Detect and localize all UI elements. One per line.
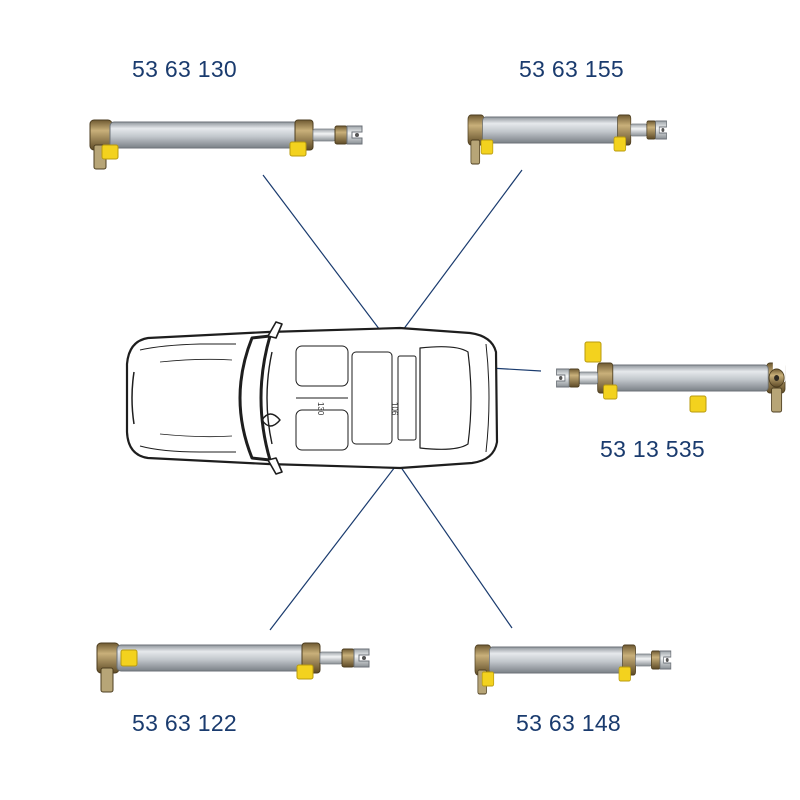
yellow-cap-53-13-535	[584, 341, 602, 363]
mirror-right	[267, 457, 283, 475]
cylinder-53-63-148	[474, 644, 672, 695]
mirror-left	[267, 321, 283, 339]
part-number-right: 53 13 535	[600, 436, 706, 462]
dashboard	[266, 351, 273, 445]
car-hood-bulge	[159, 358, 233, 438]
car-top-view	[125, 321, 499, 475]
part-number-bottom-left: 53 63 122	[132, 710, 238, 736]
leader-line-top-left	[262, 174, 396, 351]
rear-edge	[485, 343, 490, 453]
steering-wheel	[261, 413, 281, 427]
cylinder-53-63-130	[89, 119, 363, 170]
cylinder-53-63-122	[96, 642, 370, 693]
leader-line-bottom-left	[269, 462, 399, 631]
cylinder-53-13-535	[556, 359, 786, 413]
part-number-top-right: 53 63 155	[519, 56, 625, 82]
leader-line-top-right	[396, 169, 523, 339]
car-label-130: 130	[316, 402, 325, 416]
car-hood-line	[139, 343, 236, 453]
roof-stowage-compartment	[397, 355, 417, 441]
leader-line-bottom-right	[397, 462, 513, 629]
part-number-bottom-right: 53 63 148	[516, 710, 622, 736]
part-number-top-left: 53 63 130	[132, 56, 238, 82]
cylinder-53-63-155	[467, 114, 668, 165]
front-seat-left	[295, 345, 349, 387]
car-grille	[131, 371, 135, 425]
car-label-106: 106	[390, 402, 399, 416]
yellow-cap-53-13-535-b	[689, 395, 707, 413]
front-seat-right	[295, 409, 349, 451]
rear-bench	[351, 351, 393, 445]
trunk-lid	[419, 346, 472, 450]
